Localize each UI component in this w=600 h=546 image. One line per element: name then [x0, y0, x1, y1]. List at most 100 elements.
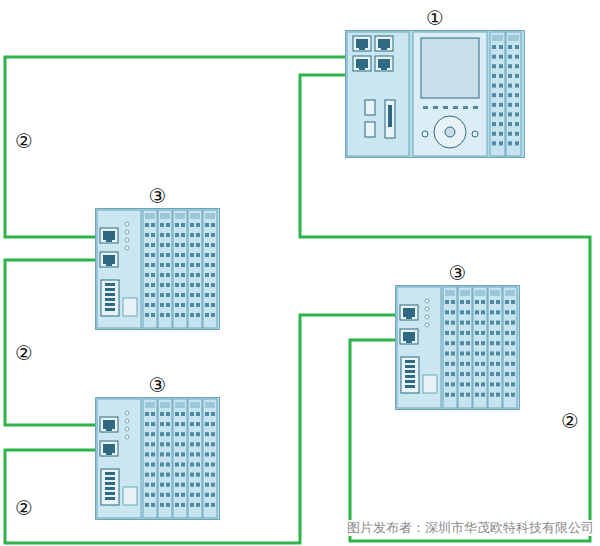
terminal	[160, 432, 164, 436]
terminal	[196, 233, 200, 237]
terminal	[211, 493, 215, 497]
terminal	[211, 303, 215, 307]
display-screen	[421, 38, 479, 98]
terminal	[160, 233, 164, 237]
terminal	[475, 310, 479, 314]
terminal	[151, 412, 155, 416]
terminal	[190, 283, 194, 287]
slice-label	[145, 402, 155, 408]
terminal	[151, 463, 155, 467]
terminal	[508, 122, 512, 126]
terminal	[499, 103, 503, 107]
terminal	[175, 483, 179, 487]
slice-label	[190, 402, 200, 408]
terminal	[181, 473, 185, 477]
terminal	[145, 303, 149, 307]
terminal	[175, 463, 179, 467]
terminal	[475, 362, 479, 366]
terminal	[445, 310, 449, 314]
key	[433, 106, 438, 109]
terminal	[196, 313, 200, 317]
terminal	[492, 55, 496, 59]
terminal	[160, 452, 164, 456]
connector-pin	[405, 375, 415, 378]
terminal	[145, 283, 149, 287]
terminal	[475, 321, 479, 325]
terminal	[175, 473, 179, 477]
terminal	[451, 382, 455, 386]
terminal	[166, 253, 170, 257]
ethernet-port	[375, 36, 393, 51]
io-slice	[473, 287, 487, 408]
terminal	[445, 300, 449, 304]
terminal	[175, 452, 179, 456]
port-socket	[378, 59, 390, 68]
connector-pin	[105, 497, 115, 500]
terminal	[490, 352, 494, 356]
io-module: ③	[95, 184, 220, 330]
terminal	[205, 293, 209, 297]
terminal	[181, 493, 185, 497]
port-tab	[106, 452, 112, 455]
terminal	[181, 253, 185, 257]
terminal	[190, 263, 194, 267]
terminal	[490, 300, 494, 304]
terminal	[492, 103, 496, 107]
terminal	[451, 352, 455, 356]
terminal	[151, 493, 155, 497]
terminal	[196, 422, 200, 426]
ethernet-port	[100, 228, 118, 243]
card-slot-opening	[388, 105, 392, 127]
interface-head	[97, 210, 141, 328]
terminal	[205, 253, 209, 257]
terminal	[145, 293, 149, 297]
terminal	[445, 321, 449, 325]
power-connector	[101, 280, 119, 316]
port-socket	[403, 332, 415, 341]
terminal	[492, 132, 496, 136]
connector-pin	[405, 385, 415, 388]
terminal	[496, 300, 500, 304]
terminal	[175, 253, 179, 257]
terminal	[145, 313, 149, 317]
status-led	[125, 419, 129, 423]
callout-number: ③	[395, 261, 520, 285]
terminal	[181, 283, 185, 287]
terminal	[160, 493, 164, 497]
terminal	[166, 432, 170, 436]
terminal	[515, 132, 519, 136]
status-led	[425, 323, 429, 327]
terminal	[181, 412, 185, 416]
terminal	[196, 432, 200, 436]
terminal	[145, 223, 149, 227]
terminal	[492, 112, 496, 116]
terminal	[151, 432, 155, 436]
port-tab	[381, 47, 387, 50]
terminal	[490, 393, 494, 397]
terminal	[196, 303, 200, 307]
ethernet-port	[353, 36, 371, 51]
terminal	[151, 253, 155, 257]
terminal	[460, 362, 464, 366]
terminal	[160, 463, 164, 467]
connector-pin	[105, 283, 115, 286]
slice-label	[492, 35, 503, 41]
terminal	[499, 45, 503, 49]
terminal	[205, 422, 209, 426]
io-slice	[488, 287, 502, 408]
terminal	[508, 93, 512, 97]
terminal	[499, 93, 503, 97]
status-led	[125, 246, 129, 250]
terminal	[508, 45, 512, 49]
terminal	[515, 84, 519, 88]
terminal	[466, 331, 470, 335]
io-slice	[458, 287, 472, 408]
terminal	[460, 372, 464, 376]
terminal	[475, 300, 479, 304]
terminal	[160, 273, 164, 277]
terminal	[196, 442, 200, 446]
cover-plate	[123, 298, 137, 316]
terminal	[499, 84, 503, 88]
terminal	[166, 283, 170, 287]
slice-label	[160, 402, 170, 408]
